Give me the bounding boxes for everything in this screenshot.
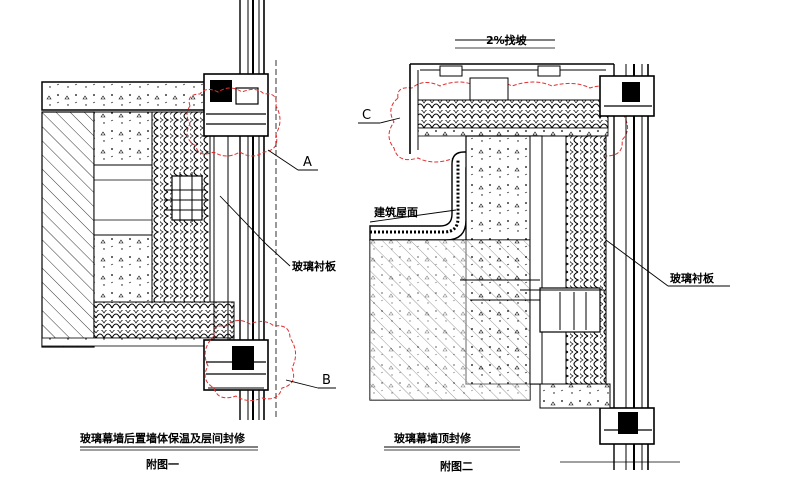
left-detail bbox=[41, 0, 277, 420]
glass-liner-left-label: 玻璃衬板 bbox=[292, 259, 337, 273]
left-insulation-horizontal bbox=[93, 301, 235, 339]
glass-liner-right-label: 玻璃衬板 bbox=[670, 271, 715, 285]
left-wall bbox=[41, 111, 95, 348]
left-slab bbox=[41, 81, 211, 111]
callout-a-label: A bbox=[303, 155, 312, 170]
slope-label: 2%找坡 bbox=[486, 33, 528, 47]
right-caption-sub: 附图二 bbox=[440, 459, 473, 473]
callout-c-label: C bbox=[362, 108, 371, 123]
left-caption-title: 玻璃幕墙后置墙体保温及层间封修 bbox=[80, 431, 246, 445]
right-insulation-vertical bbox=[565, 135, 607, 385]
left-caption-sub: 附图一 bbox=[146, 457, 179, 471]
right-roof-membrane bbox=[369, 151, 479, 241]
right-insulation-top bbox=[417, 99, 609, 129]
callout-b-cloud bbox=[204, 320, 296, 402]
callout-a-cloud bbox=[186, 87, 281, 157]
right-caption-title: 玻璃幕墙顶封修 bbox=[394, 431, 472, 445]
callout-b-label: B bbox=[322, 373, 331, 388]
building-roof-label: 建筑屋面 bbox=[374, 205, 418, 219]
right-detail: 2%找坡 bbox=[369, 33, 680, 470]
